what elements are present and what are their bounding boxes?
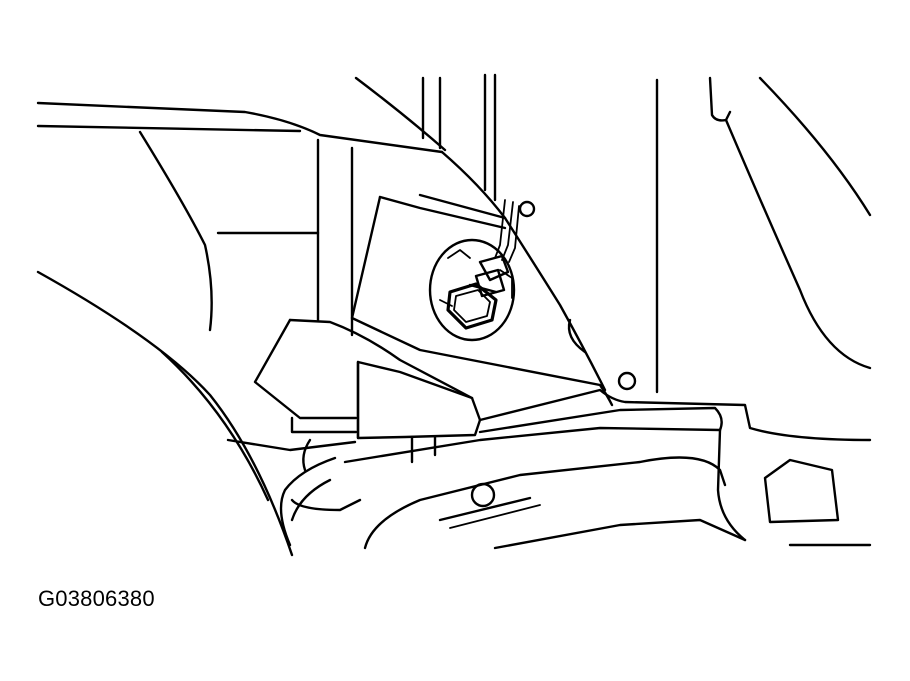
wheel-arch xyxy=(36,270,294,557)
oxygen-sensor-icon xyxy=(446,199,520,330)
mounting-bracket xyxy=(350,150,637,407)
frame-rails xyxy=(279,388,872,550)
figure-id-label: G03806380 xyxy=(38,586,155,611)
body-panels-upper-left xyxy=(36,76,447,337)
lower-bracket xyxy=(226,318,482,464)
upright-members xyxy=(421,73,872,394)
